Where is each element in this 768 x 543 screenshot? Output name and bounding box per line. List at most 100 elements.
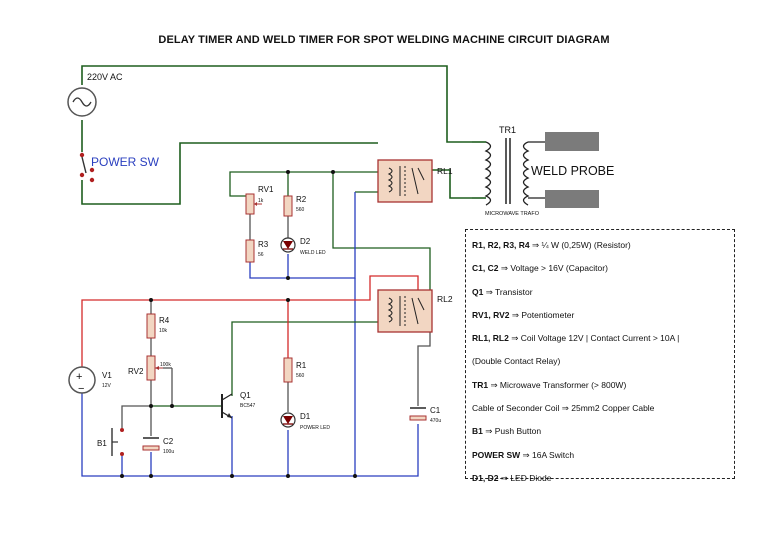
legend-value: ⇒ LED Diode — [500, 472, 552, 483]
resistor-r4: R4 10k — [146, 313, 170, 339]
wire-v1-top-red — [81, 275, 419, 368]
legend-value: ⇒ ¼ W (0,25W) (Resistor) — [532, 240, 631, 250]
weld-probe-bottom — [545, 190, 599, 208]
legend-row: (Double Contact Relay) — [472, 350, 728, 373]
legend-value: ⇒ Coil Voltage 12V | Contact Current > 1… — [511, 333, 680, 344]
minus-sign: − — [78, 383, 84, 395]
r1-value: 560 — [296, 373, 305, 379]
legend-key: RV1, RV2 — [472, 309, 510, 320]
resistor-r1: R1 560 — [283, 357, 307, 383]
legend-key: RL1, RL2 — [472, 333, 509, 344]
weld-probe-top — [545, 132, 599, 151]
rl1-label: RL1 — [437, 166, 453, 176]
legend-value: Cable of Seconder Coil ⇒ 25mm2 Copper Ca… — [472, 403, 655, 414]
r2-label: R2 — [296, 195, 307, 204]
rv1-value: 1k — [258, 198, 264, 204]
weld-probe-label: WELD PROBE — [531, 164, 614, 178]
legend-row: R1, R2, R3, R4 ⇒ ¼ W (0,25W) (Resistor) — [472, 234, 728, 257]
legend-row: Q1 ⇒ Transistor — [472, 281, 728, 304]
junctions — [120, 170, 357, 478]
legend-row: TR1 ⇒ Microwave Transformer (> 800W) — [472, 374, 728, 397]
power-switch[interactable]: POWER SW — [79, 152, 160, 183]
legend-key: D1, D2 — [472, 472, 499, 483]
d2-value: WELD LED — [300, 250, 326, 256]
push-button-b1[interactable]: B1 — [97, 428, 124, 456]
r1-label: R1 — [296, 361, 307, 370]
legend-row: B1 ⇒ Push Button — [472, 420, 728, 443]
legend-row: RV1, RV2 ⇒ Potentiometer — [472, 304, 728, 327]
capacitor-c1: C1 470u — [409, 406, 441, 424]
r4-value: 10k — [159, 328, 168, 334]
v1-value: 12V — [102, 383, 112, 389]
capacitor-c2: C2 100u — [142, 437, 174, 455]
legend-value: ⇒ Push Button — [485, 426, 542, 437]
wire-ac-top — [81, 65, 472, 143]
ac-source: 220V AC — [67, 72, 123, 117]
d1-value: POWER LED — [300, 425, 330, 431]
c2-value: 100u — [163, 449, 174, 455]
legend-key: POWER SW — [472, 449, 521, 460]
legend-row: Cable of Seconder Coil ⇒ 25mm2 Copper Ca… — [472, 397, 728, 420]
potentiometer-rv1[interactable]: RV1 1k — [245, 185, 274, 215]
resistor-r3: R3 56 — [245, 239, 269, 263]
legend-value: ⇒ Transistor — [485, 286, 533, 297]
component-legend: R1, R2, R3, R4 ⇒ ¼ W (0,25W) (Resistor)C… — [465, 229, 735, 483]
legend-key: TR1 — [472, 379, 489, 390]
rv2-label: RV2 — [128, 367, 144, 376]
v1-label: V1 — [102, 371, 112, 380]
wire-rv2-base — [121, 380, 152, 428]
resistor-r2: R2 560 — [283, 195, 307, 217]
led-d1: D1 POWER LED — [280, 412, 330, 431]
legend-value: (Double Contact Relay) — [472, 356, 561, 367]
transistor-q1: Q1 BC547 — [221, 391, 256, 419]
relay-rl2: RL2 — [377, 289, 453, 333]
rv2-value: 100k — [160, 362, 171, 368]
d2-label: D2 — [300, 237, 311, 246]
r2-value: 560 — [296, 207, 305, 213]
potentiometer-rv2[interactable]: RV2 100k — [128, 355, 171, 381]
legend-value: ⇒ Potentiometer — [511, 309, 575, 320]
plus-sign: + — [76, 371, 82, 383]
power-switch-label: POWER SW — [91, 155, 160, 169]
legend-key: R1, R2, R3, R4 — [472, 240, 530, 250]
microwave-transformer: TR1 MICROWAVE TRAFO — [472, 125, 545, 217]
q1-label: Q1 — [240, 391, 251, 400]
wire-collector — [231, 321, 387, 396]
mains-wiring — [81, 65, 472, 205]
r4-label: R4 — [159, 316, 170, 325]
legend-value: ⇒ Microwave Transformer (> 800W) — [490, 379, 627, 390]
wire-rl1-left — [332, 172, 431, 290]
legend-row: D1, D2 ⇒ LED Diode — [472, 467, 728, 490]
wire-rl1-top — [229, 171, 389, 197]
legend-row: RL1, RL2 ⇒ Coil Voltage 12V | Contact Cu… — [472, 327, 728, 350]
legend-row: POWER SW ⇒ 16A Switch — [472, 444, 728, 467]
wire-switch-to-relay — [81, 142, 378, 205]
c1-value: 470u — [430, 418, 441, 424]
legend-value: ⇒ 16A Switch — [522, 449, 575, 460]
wire-upper-blue — [249, 192, 356, 279]
rl2-label: RL2 — [437, 294, 453, 304]
wire-relay-to-trafo — [432, 169, 472, 199]
legend-key: Q1 — [472, 286, 484, 297]
r3-label: R3 — [258, 240, 269, 249]
b1-label: B1 — [97, 439, 107, 448]
legend-key: C1, C2 — [472, 263, 499, 274]
q1-value: BC547 — [240, 403, 256, 409]
legend-key: B1 — [472, 426, 483, 437]
ac-source-label: 220V AC — [87, 72, 123, 82]
d1-label: D1 — [300, 412, 311, 421]
wire-bottom-blue — [81, 392, 419, 477]
weld-probe: WELD PROBE — [531, 132, 614, 208]
trafo-label: MICROWAVE TRAFO — [485, 211, 540, 217]
legend-value: ⇒ Voltage > 16V (Capacitor) — [500, 263, 608, 274]
c2-label: C2 — [163, 437, 174, 446]
r3-value: 56 — [258, 252, 264, 258]
led-d2: D2 WELD LED — [280, 237, 326, 256]
tr1-label: TR1 — [499, 125, 516, 135]
c1-label: C1 — [430, 406, 441, 415]
legend-row: C1, C2 ⇒ Voltage > 16V (Capacitor) — [472, 257, 728, 280]
rv1-label: RV1 — [258, 185, 274, 194]
dc-source-v1: + − V1 12V — [68, 366, 112, 395]
